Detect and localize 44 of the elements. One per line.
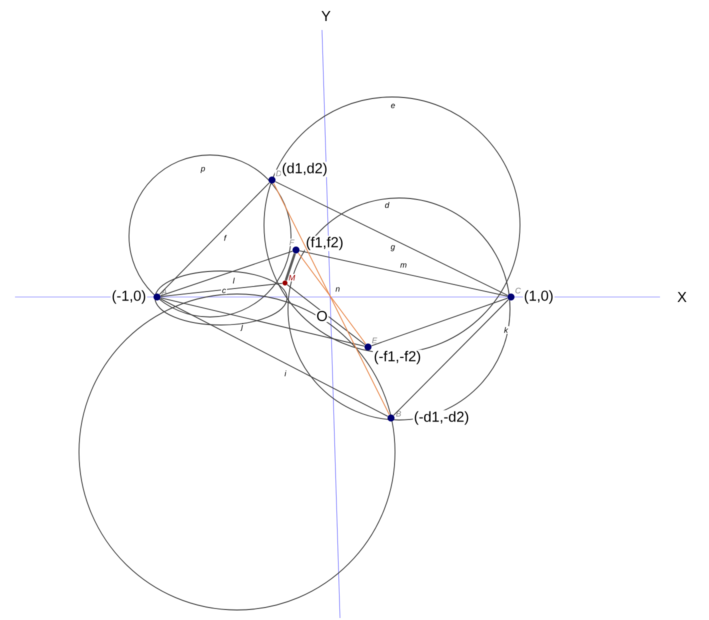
axis-label: X: [678, 292, 686, 302]
line-segment: [274, 181, 508, 296]
point: M: [282, 274, 296, 286]
point: B (-d1,-d2): [388, 410, 470, 426]
line-segment: [371, 298, 508, 346]
line-segment: [159, 182, 270, 295]
node-label: (-f1,-f2): [374, 350, 420, 364]
segment-label: i: [284, 370, 286, 376]
node-label: (f1,f2): [306, 236, 343, 250]
circle-label: d: [385, 202, 390, 208]
circle-label: k: [504, 327, 508, 333]
line-segment: [299, 250, 508, 297]
node-label: (d1,d2): [282, 162, 327, 176]
segment-label: f: [224, 235, 227, 241]
line-segment: [273, 182, 390, 416]
segment-label: l: [232, 278, 235, 284]
line-segment: [160, 298, 388, 417]
circle-label: c: [222, 288, 226, 294]
axis-label: O: [317, 310, 327, 322]
point: E (-f1,-f2): [364, 336, 422, 366]
segment-label: g: [390, 245, 395, 252]
line-segment: [284, 253, 296, 281]
point: C (1,0): [508, 286, 555, 305]
line-segment: [160, 250, 293, 296]
point: F (f1,f2): [288, 236, 344, 254]
node-label: F: [290, 240, 295, 246]
line-segment: [160, 297, 365, 347]
segment-label: n: [336, 287, 340, 292]
node-label: (-1,0): [112, 290, 146, 304]
node-label: (1,0): [524, 290, 553, 304]
node-label: E: [372, 338, 378, 344]
circle-label: e: [391, 104, 395, 108]
circle-label: p: [200, 167, 205, 173]
line-segment: [298, 252, 366, 344]
segment-label: m: [400, 263, 406, 268]
segment-label: j: [240, 323, 244, 331]
node-label: M: [288, 274, 296, 280]
line-segment: [160, 282, 283, 298]
node-label: B: [396, 410, 401, 416]
line-segment: [286, 284, 366, 346]
node-label: C: [515, 288, 521, 294]
node-label: (-d1,-d2): [414, 411, 468, 425]
axis-label: Y: [322, 11, 330, 21]
line-segment: [393, 299, 509, 416]
